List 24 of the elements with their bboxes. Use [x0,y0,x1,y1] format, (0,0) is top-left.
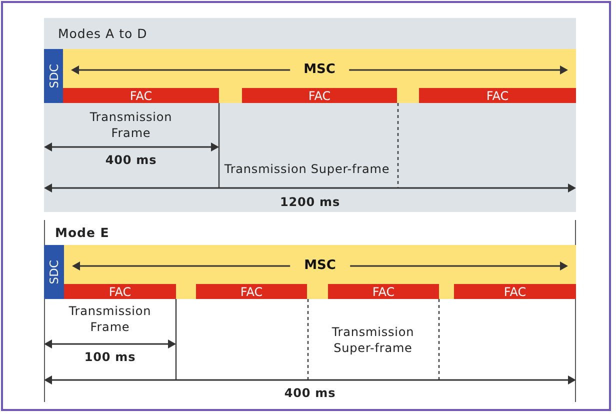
fac-bar: FAC [419,88,576,103]
mode-panel [44,18,576,212]
sdc-block [44,245,64,299]
msc-band [63,49,576,103]
fac-bar: FAC [63,88,219,103]
panel-heading: Mode E [55,225,110,240]
channel-label: SDC [47,260,61,284]
duration-label: 1200 ms [278,194,342,210]
channel-label: SDC [46,64,60,88]
panel-heading: Modes A to D [58,26,148,41]
frame-label: Transmission Super-frame [330,324,416,356]
fac-bar: FAC [454,284,576,299]
sdc-block [44,49,63,103]
fac-bar: FAC [242,88,397,103]
fac-bar: FAC [64,284,176,299]
frame-label: Transmission Frame [68,303,152,335]
duration-label: 100 ms [83,349,137,365]
frame-label: Transmission Super-frame [223,161,391,177]
frame-label: Transmission Frame [88,109,174,141]
fac-bar: FAC [196,284,307,299]
duration-label: 400 ms [104,152,158,168]
fac-bar: FAC [328,284,439,299]
duration-label: 400 ms [283,385,337,401]
msc-band [64,245,576,299]
